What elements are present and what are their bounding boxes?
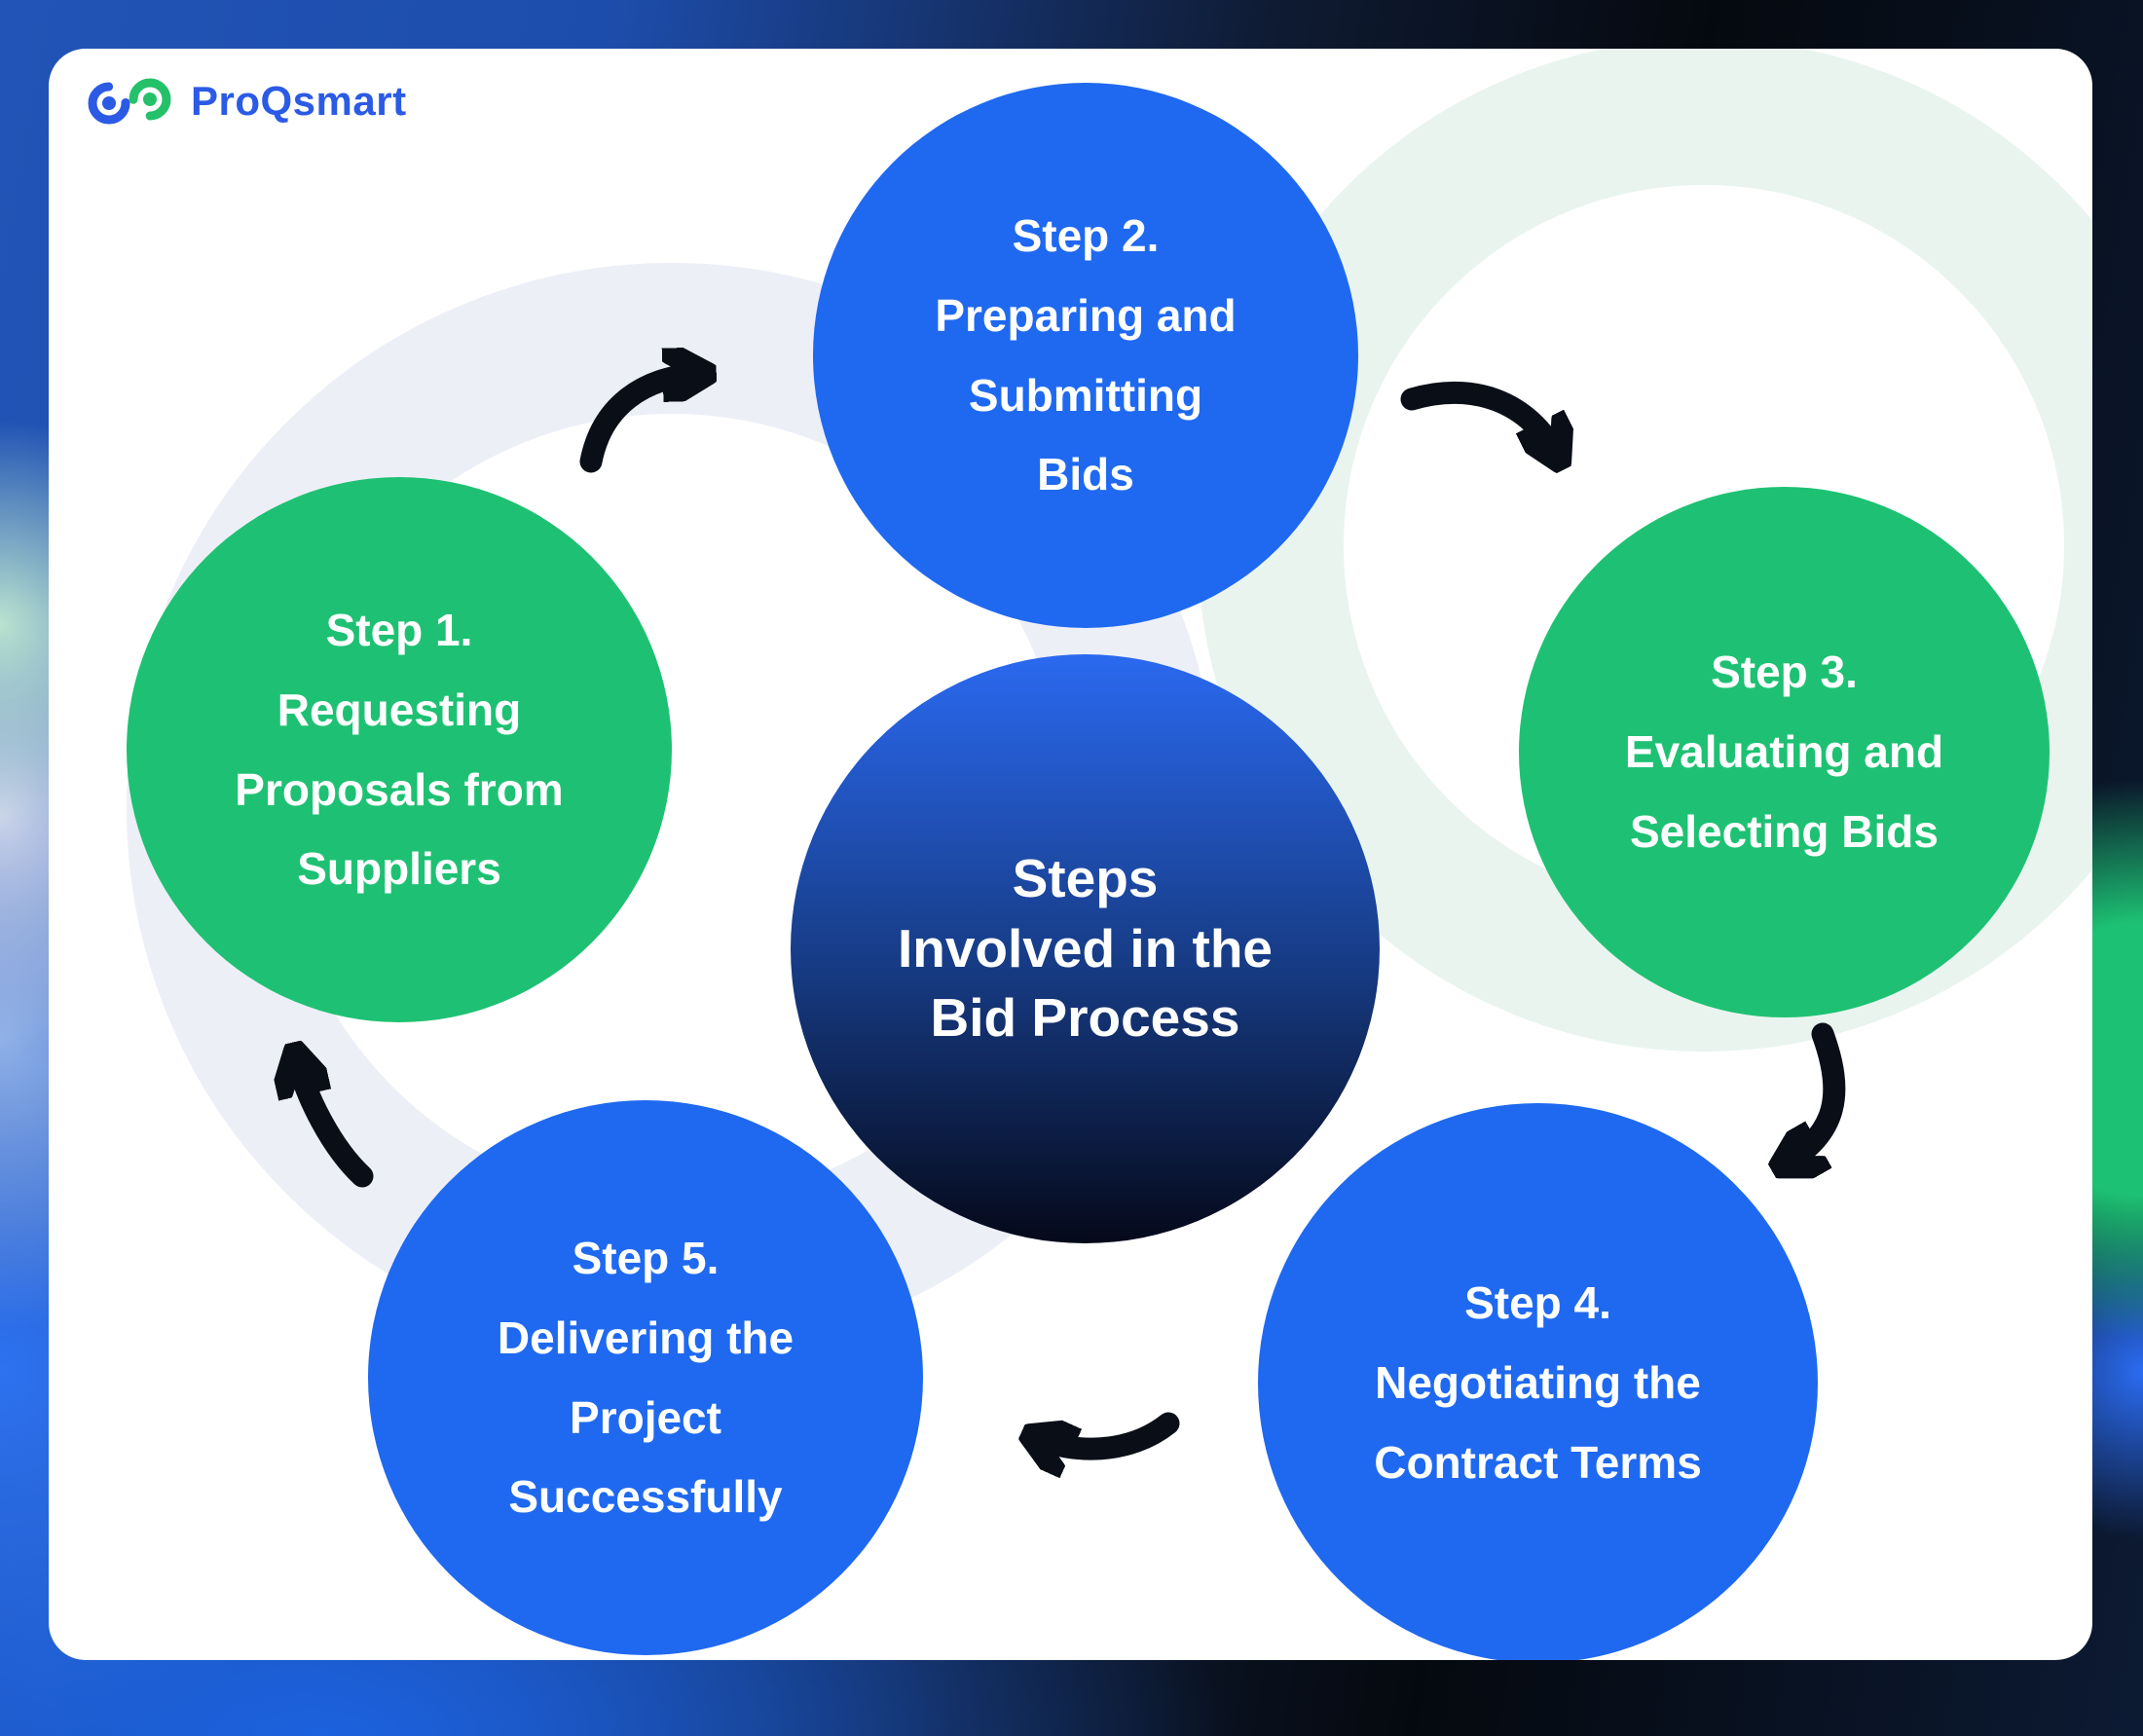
step-1-line: Suppliers (297, 843, 501, 895)
step-3-title: Step 3. (1711, 646, 1858, 698)
flow-arrows (49, 49, 1846, 1660)
step-5-circle: Step 5. Delivering the Project Successfu… (368, 1100, 923, 1655)
brand-name: ProQsmart (191, 78, 407, 124)
step-5-line: Delivering the (497, 1311, 794, 1363)
step-3-line: Selecting Bids (1630, 805, 1939, 857)
step-1-circle: Step 1. Requesting Proposals from Suppli… (127, 477, 672, 1022)
center-title-line: Involved in the (897, 917, 1274, 979)
brand-logo-icon (88, 78, 171, 125)
arrow-step2-to-step3 (1400, 381, 1558, 458)
step-5-title: Step 5. (572, 1232, 720, 1283)
arrow-step5-to-step1 (296, 1055, 374, 1188)
step-4-title: Step 4. (1464, 1277, 1611, 1329)
arrow-step1-to-step2 (579, 374, 703, 473)
center-title-line: Bid Process (930, 987, 1240, 1049)
step-4-circle: Step 4. Negotiating the Contract Terms (1258, 1103, 1818, 1660)
step-4-line: Negotiating the (1375, 1357, 1701, 1409)
step-2-title: Step 2. (1012, 209, 1160, 261)
step-3-line: Evaluating and (1624, 726, 1944, 778)
step-1-line: Requesting (277, 683, 522, 735)
step-2-line: Preparing and (935, 289, 1237, 341)
arrow-step4-to-step5 (1034, 1412, 1180, 1449)
center-title-line: Steps (1012, 848, 1159, 909)
step-3-circle: Step 3. Evaluating and Selecting Bids (1519, 487, 2050, 1017)
step-2-line: Submitting (968, 369, 1203, 421)
brand-logo: ProQsmart (84, 74, 407, 129)
step-1-line: Proposals from (235, 763, 564, 815)
content-card: ProQsmart Step 1. Requesting Proposals f… (49, 49, 2092, 1660)
step-2-circle: Step 2. Preparing and Submitting Bids (813, 83, 1358, 628)
arrow-step3-to-step4 (1784, 1022, 1846, 1164)
center-circle: Steps Involved in the Bid Process (791, 654, 1380, 1243)
step-1-title: Step 1. (325, 604, 473, 655)
step-5-line: Project (570, 1391, 721, 1443)
step-5-line: Successfully (508, 1471, 783, 1523)
step-4-line: Contract Terms (1374, 1436, 1702, 1488)
step-2-line: Bids (1037, 449, 1134, 500)
